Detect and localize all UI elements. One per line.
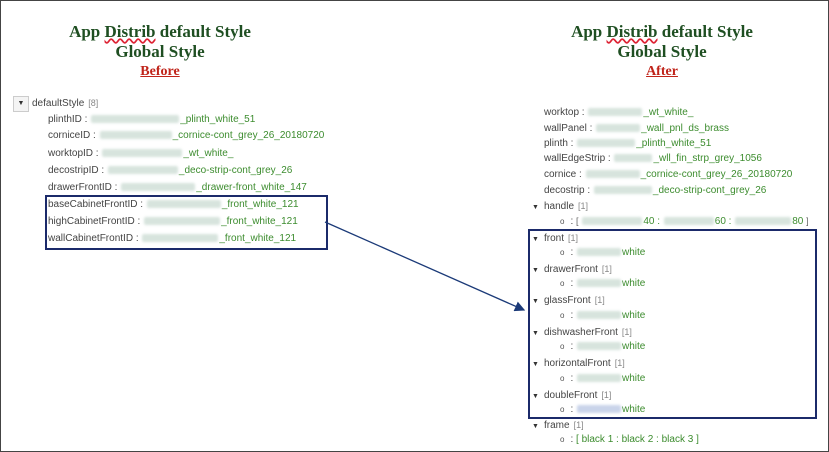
tree-node-dishwasher-front[interactable]: ▼dishwasherFront[1]: [532, 325, 632, 341]
tree-item: drawerFrontID : _drawer-front_white_147: [48, 182, 307, 193]
tree-node-handle[interactable]: ▼handle[1]: [532, 199, 588, 215]
tree-item: worktopID : _wt_white_: [48, 148, 234, 159]
tree-root[interactable]: defaultStyle[8]: [32, 98, 99, 109]
tree-item: wallCabinetFrontID : _front_white_121: [48, 233, 297, 244]
tree-leaf: o: white: [560, 373, 646, 384]
tree-node-double-front[interactable]: ▼doubleFront[1]: [532, 388, 611, 404]
tree-item: decostrip : _deco-strip-cont_grey_26: [544, 185, 767, 196]
expand-triangle-icon: ▼: [532, 361, 539, 368]
after-title: App Distrib default Style Global Style A…: [542, 22, 782, 82]
before-title: App Distrib default Style Global Style B…: [40, 22, 280, 82]
tree-node-drawer-front[interactable]: ▼drawerFront[1]: [532, 262, 612, 278]
after-highlight-box: [528, 229, 817, 419]
tree-leaf: o: white: [560, 247, 646, 258]
tree-node-glass-front[interactable]: ▼glassFront[1]: [532, 293, 605, 309]
expand-triangle-icon: ▼: [532, 204, 539, 211]
expand-triangle-icon: ▼: [532, 423, 539, 430]
expand-triangle-icon: ▼: [532, 393, 539, 400]
tree-leaf: o: white: [560, 278, 646, 289]
tree-item: cornice : _cornice-cont_grey_26_20180720: [544, 169, 793, 180]
before-label: Before: [140, 64, 180, 79]
tree-item: decostripID : _deco-strip-cont_grey_26: [48, 165, 293, 176]
after-label: After: [646, 64, 678, 79]
tree-leaf: o: white: [560, 310, 646, 321]
tree-leaf: o: white: [560, 404, 646, 415]
expand-triangle-icon: ▼: [532, 330, 539, 337]
tree-node-frame[interactable]: ▼frame[1]: [532, 418, 584, 434]
expand-triangle-icon: ▼: [532, 236, 539, 243]
tree-leaf: o: white: [560, 341, 646, 352]
tree-item: corniceID : _cornice-cont_grey_26_201807…: [48, 130, 325, 141]
collapse-toggle-icon[interactable]: ▼: [13, 96, 29, 112]
expand-triangle-icon: ▼: [532, 267, 539, 274]
tree-leaf: o: [ 40 : 60 : 80 ]: [560, 216, 809, 227]
expand-triangle-icon: ▼: [532, 298, 539, 305]
tree-item: baseCabinetFrontID : _front_white_121: [48, 199, 299, 210]
tree-item: plinth : _plinth_white_51: [544, 138, 712, 149]
tree-item: wallEdgeStrip : _wll_fin_strp_grey_1056: [544, 153, 762, 164]
tree-item: wallPanel : _wall_pnl_ds_brass: [544, 123, 729, 134]
tree-node-horizontal-front[interactable]: ▼horizontalFront[1]: [532, 356, 625, 372]
tree-leaf: o: [ black 1 : black 2 : black 3 ]: [560, 434, 699, 445]
tree-item: worktop : _wt_white_: [544, 107, 694, 118]
tree-node-front[interactable]: ▼front[1]: [532, 231, 578, 247]
tree-item: plinthID : _plinth_white_51: [48, 114, 256, 125]
tree-item: highCabinetFrontID : _front_white_121: [48, 216, 298, 227]
